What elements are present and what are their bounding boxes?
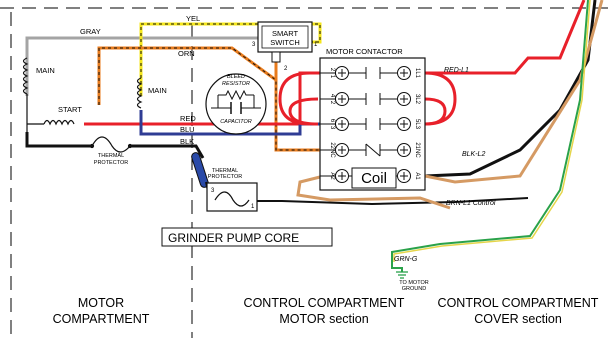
- tp-core-label-1: THERMAL: [212, 168, 238, 174]
- to-motor-ground-label-2: GROUND: [402, 286, 426, 292]
- contactor-coil-box: [351, 167, 397, 189]
- smart-switch-terminal-3: 3: [252, 42, 256, 48]
- main-winding-right: [136, 77, 143, 109]
- thermal-protector-motor: [89, 136, 133, 153]
- nc-contact-symbol: [365, 143, 381, 157]
- grinder-pump-core-label: GRINDER PUMP CORE: [168, 231, 299, 245]
- orn-label: ORN: [178, 49, 195, 58]
- brn-l1-control-wire: [424, 0, 604, 184]
- yel-label: YEL: [186, 14, 200, 23]
- black-wire-2: [130, 144, 205, 159]
- motor-contactor: 2T1 1L1 4T2 3L2 6T3 5L3 22NC 21NC A2 A1 Coil: [319, 57, 426, 191]
- gray-wire: [25, 36, 258, 88]
- ground-connection: GRN-G TO MOTOR GROUND: [391, 256, 429, 292]
- orange-wire: [97, 46, 320, 152]
- motor-compartment-label-1: MOTOR: [78, 296, 124, 310]
- contactor-row: 22NC 21NC: [320, 142, 420, 158]
- contactor-row: A2 A1: [320, 169, 420, 183]
- thermal-protector-core: THERMAL PROTECTOR 3 1: [206, 168, 258, 212]
- blk-l2-label: BLK-L2: [462, 151, 485, 158]
- tp2-output-wire: [257, 197, 529, 206]
- tp-core-terminal-1: 1: [251, 204, 255, 210]
- ctrl-motor-section-label-2: MOTOR section: [279, 312, 368, 326]
- terminal-label-right: 1L1: [414, 68, 420, 79]
- smart-switch-terminal-1: 1: [314, 42, 318, 48]
- thermal-protector-core-symbol: [214, 191, 250, 207]
- contactor-row: 2T1 1L1: [320, 66, 420, 80]
- thermal-protector-label-2: PROTECTOR: [94, 160, 128, 166]
- ground-wire-yellow: [393, 0, 591, 262]
- motor-compartment-label-2: COMPARTMENT: [53, 312, 150, 326]
- red-label: RED: [180, 114, 196, 123]
- to-motor-ground-label-1: TO MOTOR: [399, 280, 428, 286]
- thermal-protector-label-1: THERMAL: [98, 153, 124, 159]
- blu-label: BLU: [180, 125, 195, 134]
- terminal-label-left: 4T2: [329, 94, 335, 105]
- red-jumpers: [278, 71, 457, 126]
- contactor-row: 4T2 3L2: [320, 92, 420, 106]
- blk-label: BLK: [180, 137, 194, 146]
- capacitor-body: [205, 73, 267, 135]
- smart-switch-box: [257, 21, 313, 53]
- terminal-label-left: 22NC: [329, 142, 335, 158]
- grinder-pump-core-box: [161, 227, 333, 247]
- capacitor-assembly: BLEED RESISTOR CAPACITOR: [205, 73, 267, 135]
- smart-switch-label-2: SWITCH: [270, 38, 300, 47]
- compartment-borders: [0, 7, 616, 338]
- brn-l1-control-label: BRN-L1 Control: [446, 200, 496, 207]
- ground-wire-green: [391, 0, 589, 262]
- bleed-resistor-symbol: [218, 89, 254, 101]
- tp-core-terminal-3: 3: [211, 188, 215, 194]
- main-winding-left: [22, 57, 29, 132]
- terminal-label-right: 21NC: [414, 142, 420, 158]
- terminal-label-left: 6T3: [329, 119, 335, 130]
- contactor-row: 6T3 5L3: [320, 117, 420, 131]
- contactor-coil-label: Coil: [361, 170, 387, 187]
- smart-switch: SMART SWITCH 3 1 2: [252, 21, 318, 72]
- smart-switch-terminal-2: 2: [284, 66, 288, 72]
- ctrl-cover-section-label-1: CONTROL COMPARTMENT: [438, 296, 599, 310]
- terminal-label-right: 3L2: [414, 94, 420, 105]
- contactor-terminal-rows: 2T1 1L1 4T2 3L2 6T3 5L3 22NC 21NC A2 A1: [320, 66, 420, 183]
- smart-switch-label-1: SMART: [272, 29, 299, 38]
- bleed-resistor-label-2: RESISTOR: [222, 81, 250, 87]
- gray-label: GRAY: [80, 27, 101, 36]
- black-wire: [25, 132, 92, 148]
- terminal-label-right: 5L3: [414, 119, 420, 130]
- grinder-connector: [191, 152, 209, 188]
- capacitor-label: CAPACITOR: [220, 119, 252, 125]
- start-label: START: [58, 105, 82, 114]
- brown-wire: [296, 175, 451, 210]
- motor-contactor-label: MOTOR CONTACTOR: [326, 47, 403, 56]
- terminal-label-left: 2T1: [329, 68, 335, 79]
- bleed-resistor-label-1: BLEED: [227, 74, 245, 80]
- main-right-label: MAIN: [148, 86, 167, 95]
- ctrl-cover-section-label-2: COVER section: [474, 312, 562, 326]
- main-left-label: MAIN: [36, 66, 55, 75]
- terminal-label-right: A1: [414, 172, 420, 180]
- red-l1-label: RED-L1: [444, 67, 469, 74]
- terminal-label-left: A2: [329, 172, 335, 180]
- ctrl-motor-section-label-1: CONTROL COMPARTMENT: [244, 296, 405, 310]
- red-l1-wire: [425, 0, 586, 75]
- grn-g-label: GRN-G: [394, 256, 418, 263]
- tp-core-label-2: PROTECTOR: [208, 174, 242, 180]
- ground-icon: [396, 271, 408, 279]
- start-winding: [27, 119, 75, 126]
